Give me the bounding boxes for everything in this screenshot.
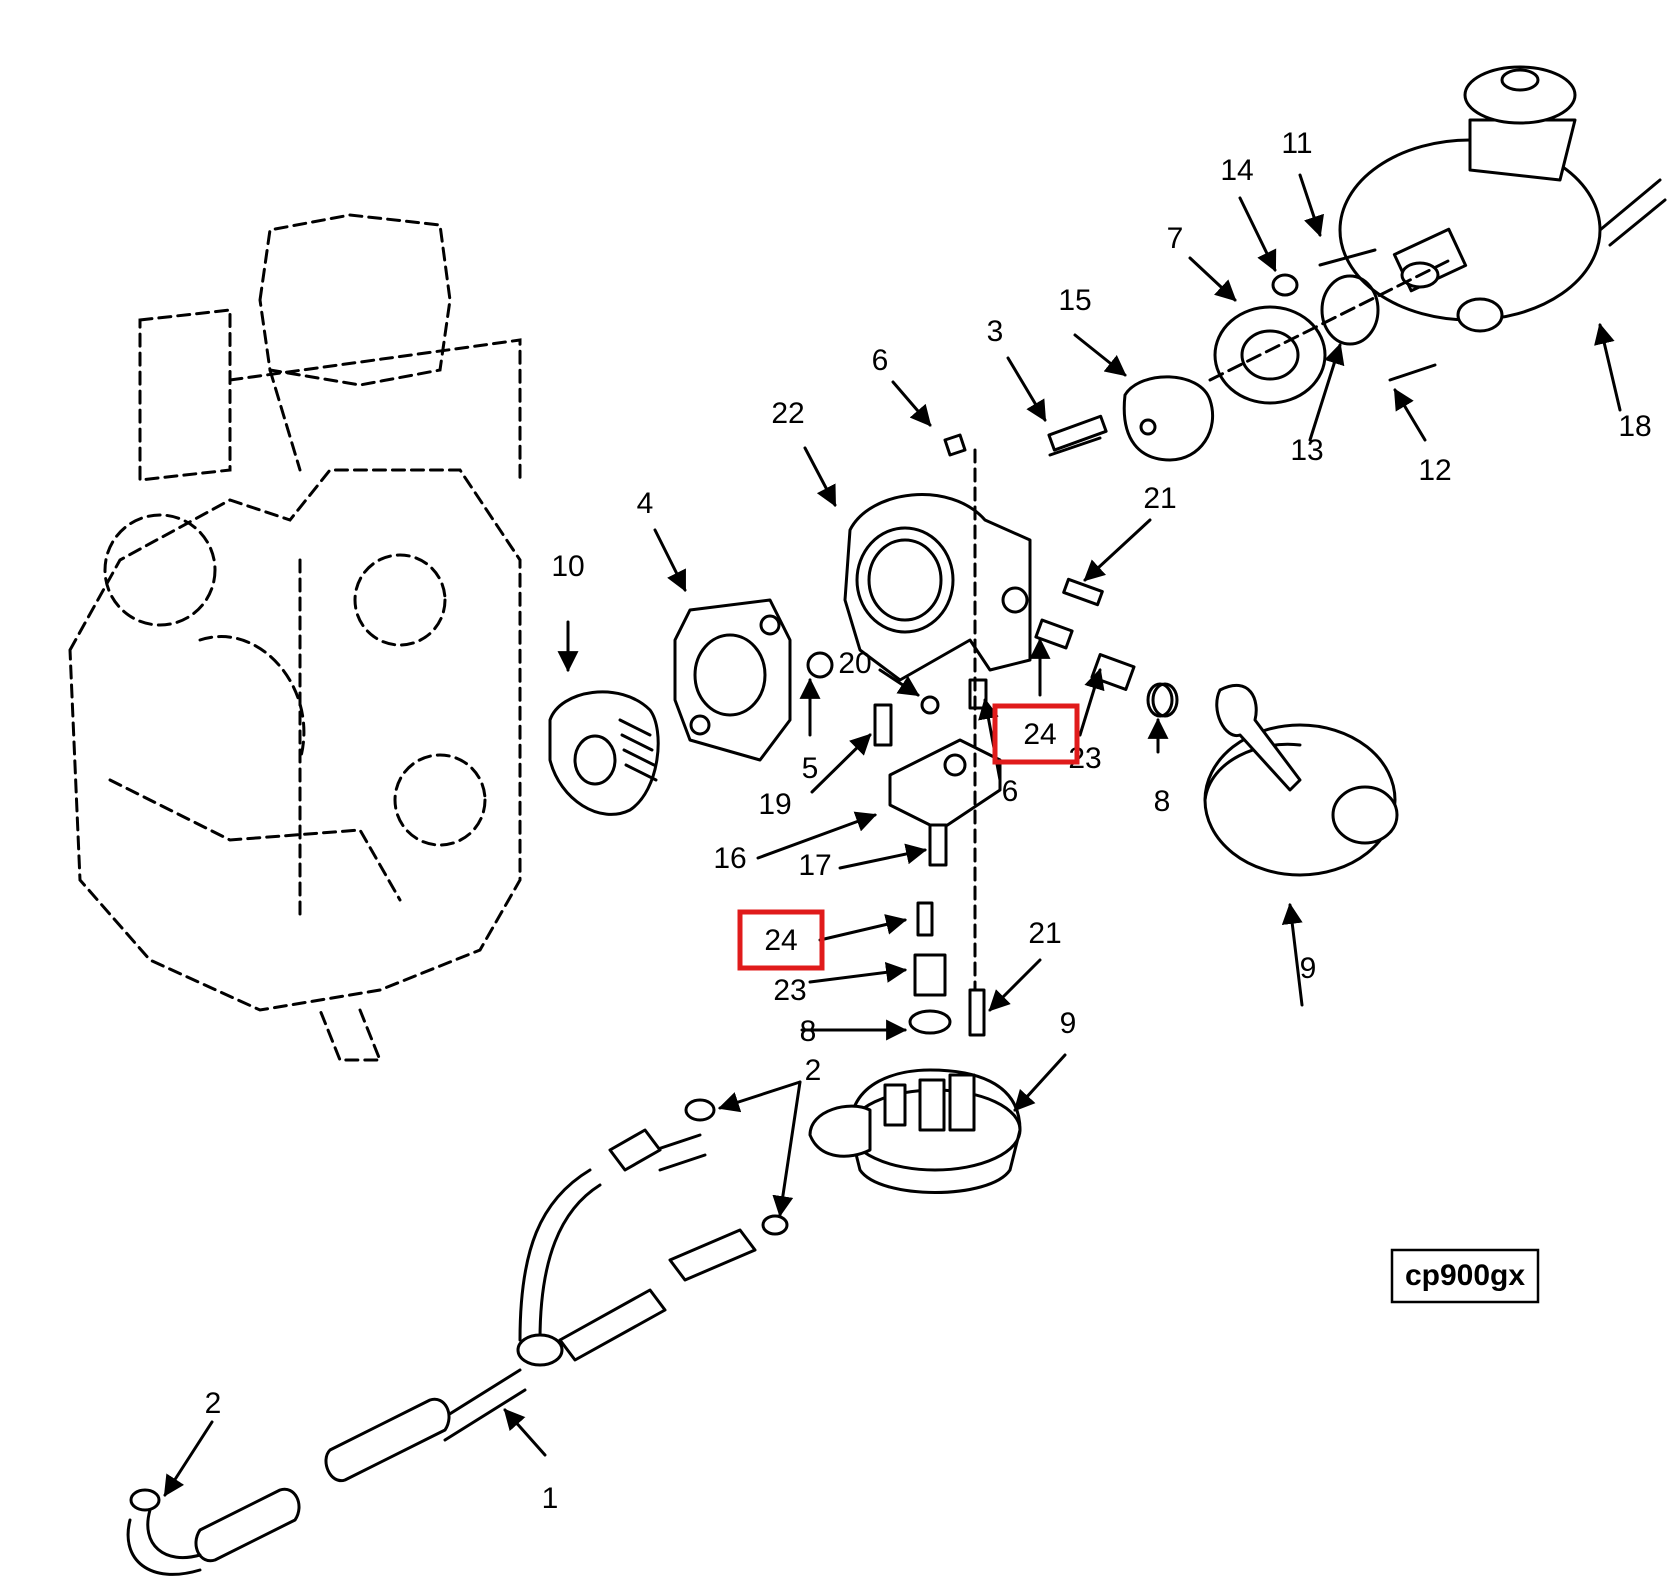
callout-24-lower: 24 bbox=[764, 924, 797, 957]
callout-13: 13 bbox=[1290, 434, 1323, 467]
callout-5: 5 bbox=[802, 752, 819, 785]
callout-24-upper: 24 bbox=[1023, 718, 1056, 751]
callout-4: 4 bbox=[637, 487, 654, 520]
callout-9-lower: 9 bbox=[1060, 1007, 1077, 1040]
callout-8-lower: 8 bbox=[800, 1015, 817, 1048]
callout-15: 15 bbox=[1058, 284, 1091, 317]
callout-18: 18 bbox=[1618, 410, 1651, 443]
vacuum-pump-lower bbox=[808, 448, 1022, 1194]
power-steering-pump bbox=[1338, 65, 1667, 333]
callout-22: 22 bbox=[771, 397, 804, 430]
callout-7: 7 bbox=[1167, 222, 1184, 255]
callout-6-mid: 6 bbox=[1002, 775, 1019, 808]
highlight-box-24-lower bbox=[737, 909, 825, 971]
callout-3: 3 bbox=[987, 315, 1004, 348]
highlighted-callouts: 24 24 bbox=[737, 703, 1080, 971]
callout-23-lower: 23 bbox=[773, 974, 806, 1007]
callout-17: 17 bbox=[798, 849, 831, 882]
callout-12: 12 bbox=[1418, 454, 1451, 487]
gasket-and-gear bbox=[548, 598, 834, 816]
callout-16: 16 bbox=[713, 842, 746, 875]
callout-10: 10 bbox=[551, 550, 584, 583]
callout-2-lower-left: 2 bbox=[205, 1387, 222, 1420]
callout-11: 11 bbox=[1281, 127, 1312, 160]
callout-9-right: 9 bbox=[1300, 952, 1317, 985]
callout-2: 2 bbox=[805, 1054, 822, 1087]
callout-23-right: 23 bbox=[1068, 742, 1101, 775]
callout-21-lower: 21 bbox=[1028, 917, 1061, 950]
hub-and-coupling bbox=[1048, 258, 1452, 462]
callout-20: 20 bbox=[838, 647, 871, 680]
callout-6-top: 6 bbox=[872, 344, 889, 377]
figure-reference: cp900gx bbox=[1390, 1248, 1540, 1304]
vacuum-pump-upper bbox=[1151, 682, 1399, 877]
engine-block-phantom bbox=[68, 213, 522, 1062]
highlight-box-24-upper bbox=[992, 703, 1080, 765]
callout-21-right: 21 bbox=[1143, 482, 1176, 515]
adapter-housing bbox=[843, 414, 1108, 682]
pump-hardware bbox=[1271, 248, 1437, 382]
callout-8-right: 8 bbox=[1154, 785, 1171, 818]
figure-reference-code: cp900gx bbox=[1405, 1259, 1525, 1292]
callout-1: 1 bbox=[542, 1482, 559, 1515]
leader-arrows bbox=[163, 173, 1622, 1497]
hose-assembly bbox=[126, 1098, 789, 1576]
callout-19: 19 bbox=[758, 788, 791, 821]
callout-14: 14 bbox=[1220, 154, 1253, 187]
bracket-assembly bbox=[873, 577, 1174, 867]
callout-labels: 1 2 2 3 4 5 6 6 7 8 8 9 9 10 11 12 13 14… bbox=[205, 127, 1652, 1515]
